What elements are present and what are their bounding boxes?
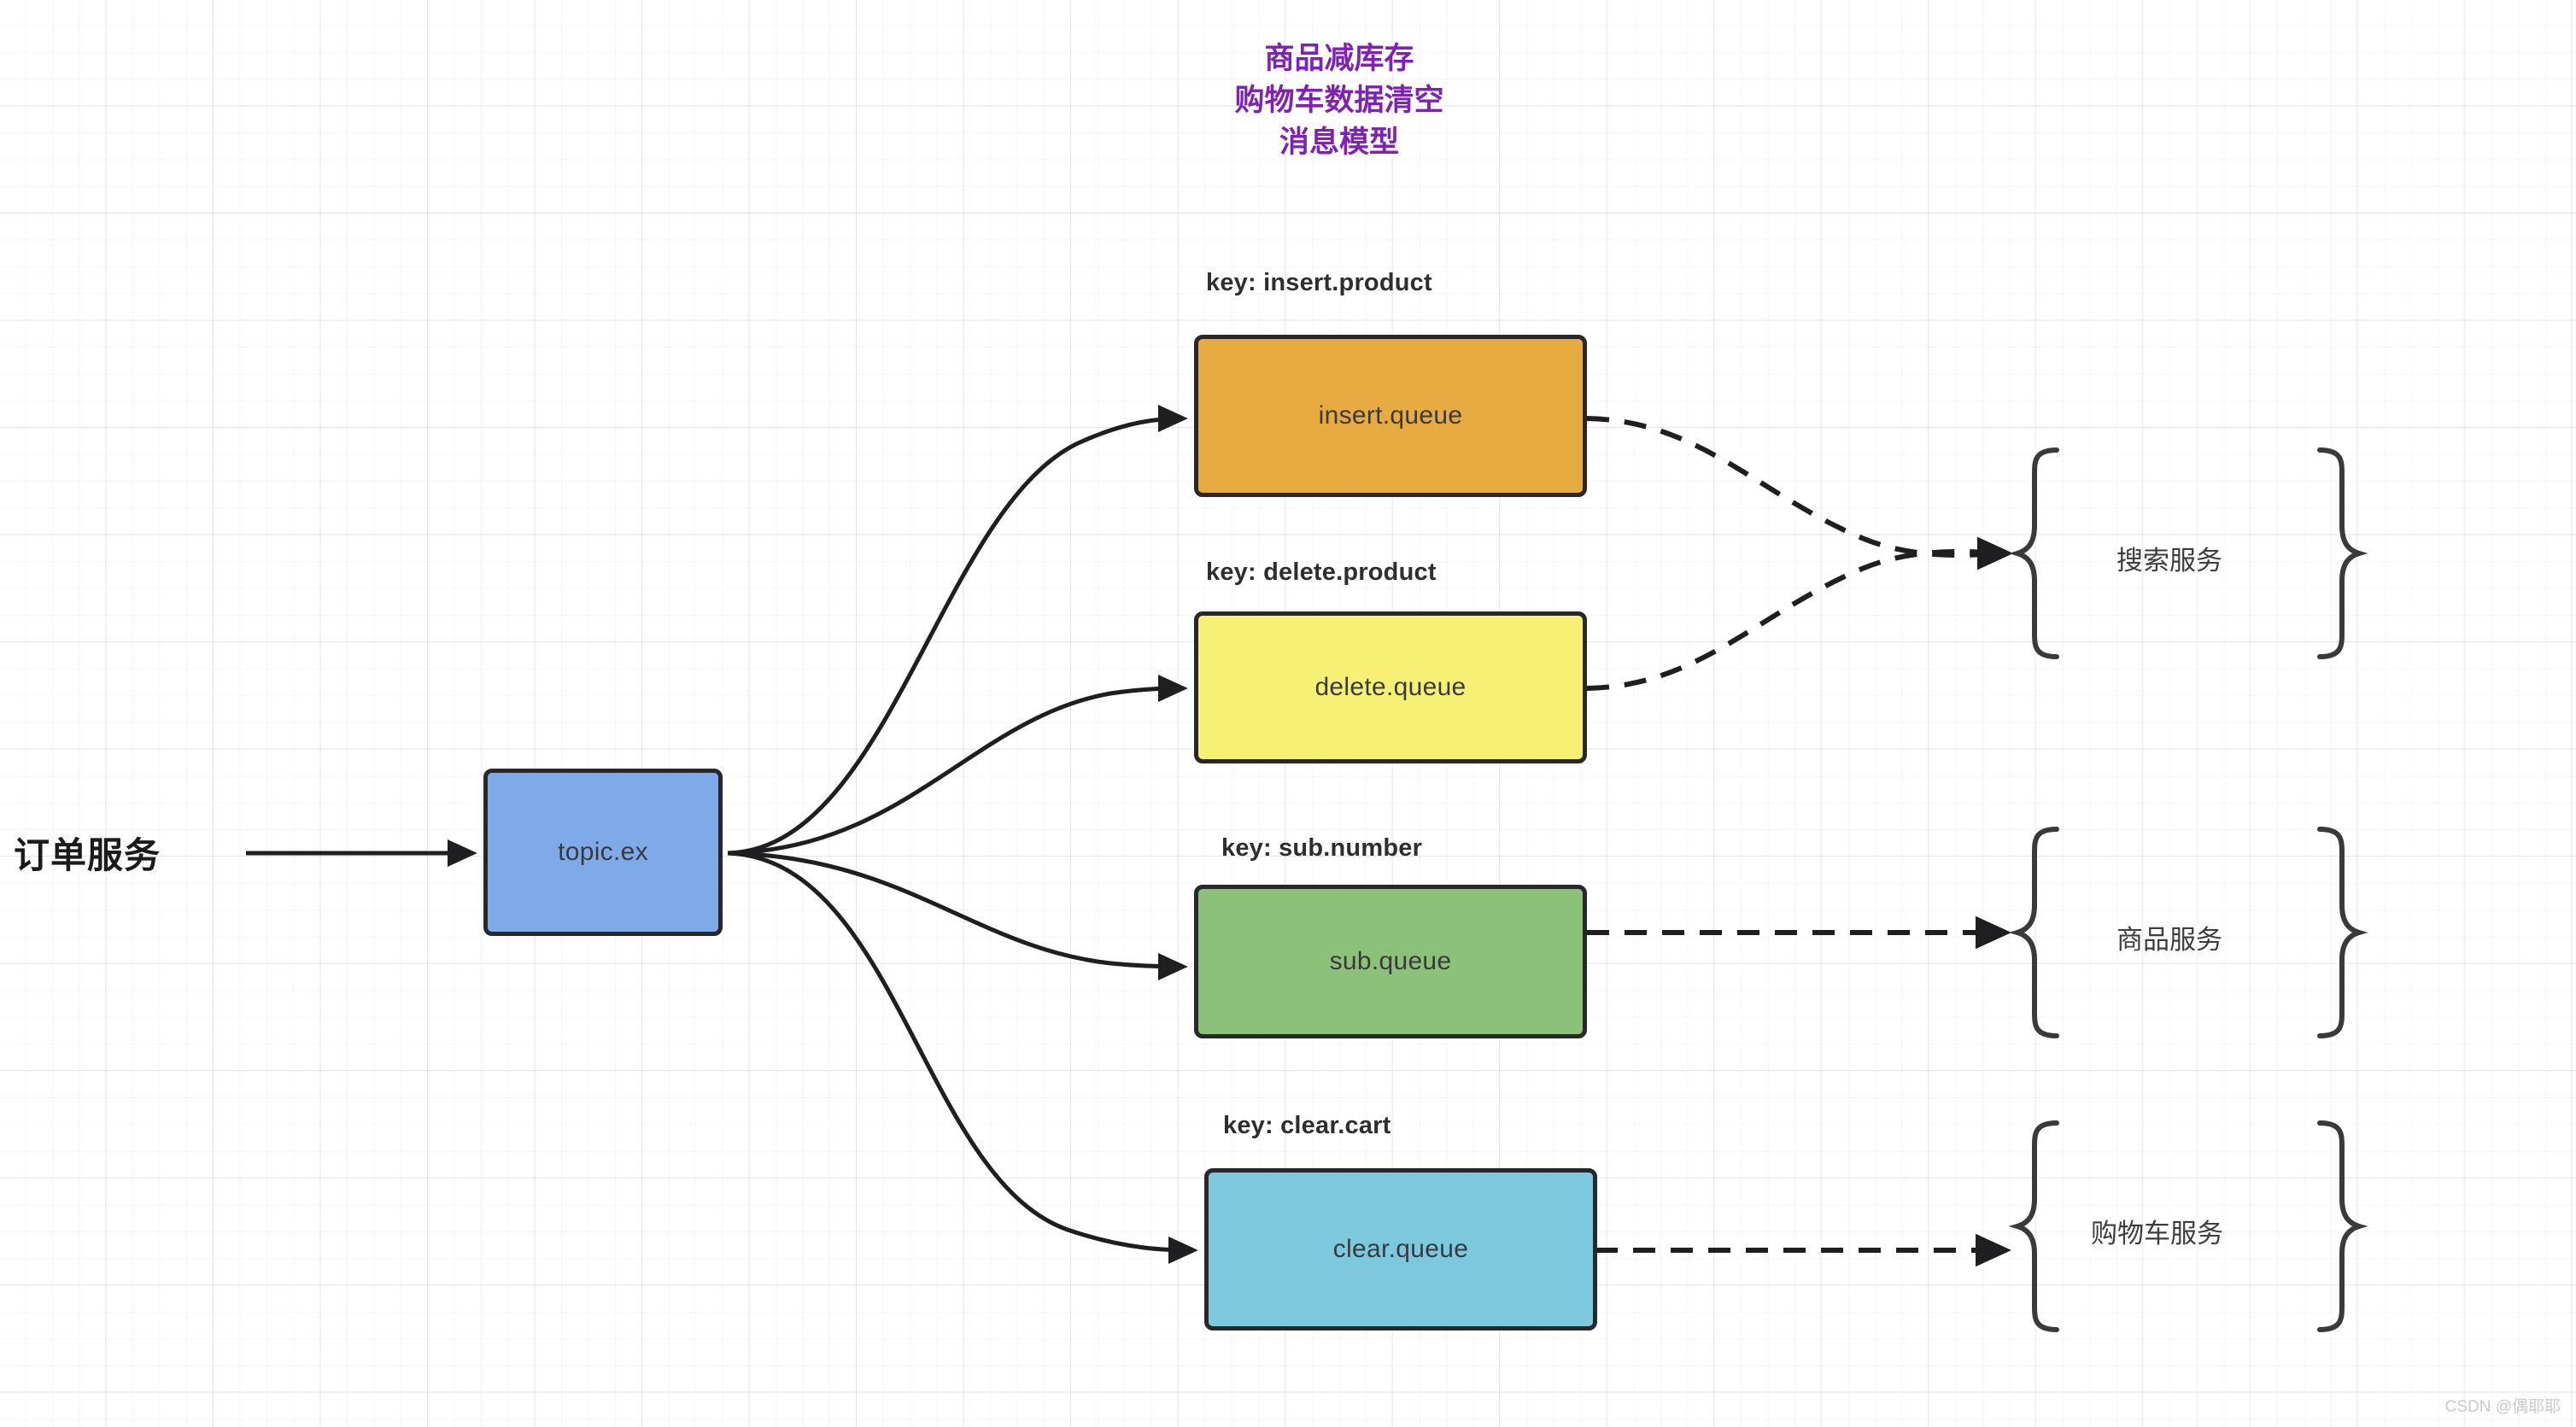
- exchange-node-label: topic.ex: [558, 838, 648, 866]
- consumer-label-cart-service: 购物车服务: [2091, 1219, 2223, 1249]
- edge-exchange-to-clear-queue: [727, 851, 1198, 1265]
- queue-node-sub-label: sub.queue: [1329, 947, 1452, 975]
- brace-right-search-service: [2317, 447, 2368, 659]
- queue-node-insert-label: insert.queue: [1318, 401, 1463, 430]
- consumer-label-product-service: 商品服务: [2116, 925, 2222, 955]
- exchange-node-topic-ex[interactable]: topic.ex: [483, 769, 723, 936]
- key-label-clear-cart: key: clear.cart: [1223, 1112, 1391, 1139]
- edge-delete-queue-to-search-service: [1586, 536, 2013, 691]
- brace-left-product-service: [2008, 827, 2059, 1038]
- queue-node-delete[interactable]: delete.queue: [1194, 611, 1587, 763]
- page-title: 商品减库存 购物车数据清空 消息模型: [1234, 42, 1444, 159]
- queue-node-clear-label: clear.queue: [1332, 1235, 1469, 1263]
- watermark: CSDN @偶耶耶: [2444, 1398, 2561, 1416]
- key-label-insert-product: key: insert.product: [1206, 269, 1432, 296]
- key-label-sub-number: key: sub.number: [1221, 834, 1423, 862]
- brace-right-cart-service: [2317, 1120, 2368, 1332]
- brace-left-search-service: [2008, 447, 2059, 659]
- edge-insert-queue-to-search-service: [1586, 416, 2013, 570]
- order-service-label: 订单服务: [14, 835, 161, 875]
- consumer-label-search-service: 搜索服务: [2116, 546, 2222, 576]
- edge-exchange-to-delete-queue: [727, 674, 1188, 856]
- key-label-delete-product: key: delete.product: [1206, 559, 1437, 586]
- edge-exchange-to-insert-queue: [727, 404, 1188, 856]
- queue-node-delete-label: delete.queue: [1314, 673, 1467, 701]
- edge-exchange-to-sub-queue: [727, 851, 1188, 981]
- queue-node-clear[interactable]: clear.queue: [1204, 1168, 1597, 1331]
- brace-right-product-service: [2317, 827, 2368, 1038]
- queue-node-sub[interactable]: sub.queue: [1194, 885, 1587, 1038]
- brace-left-cart-service: [2008, 1120, 2059, 1332]
- queue-node-insert[interactable]: insert.queue: [1194, 335, 1587, 497]
